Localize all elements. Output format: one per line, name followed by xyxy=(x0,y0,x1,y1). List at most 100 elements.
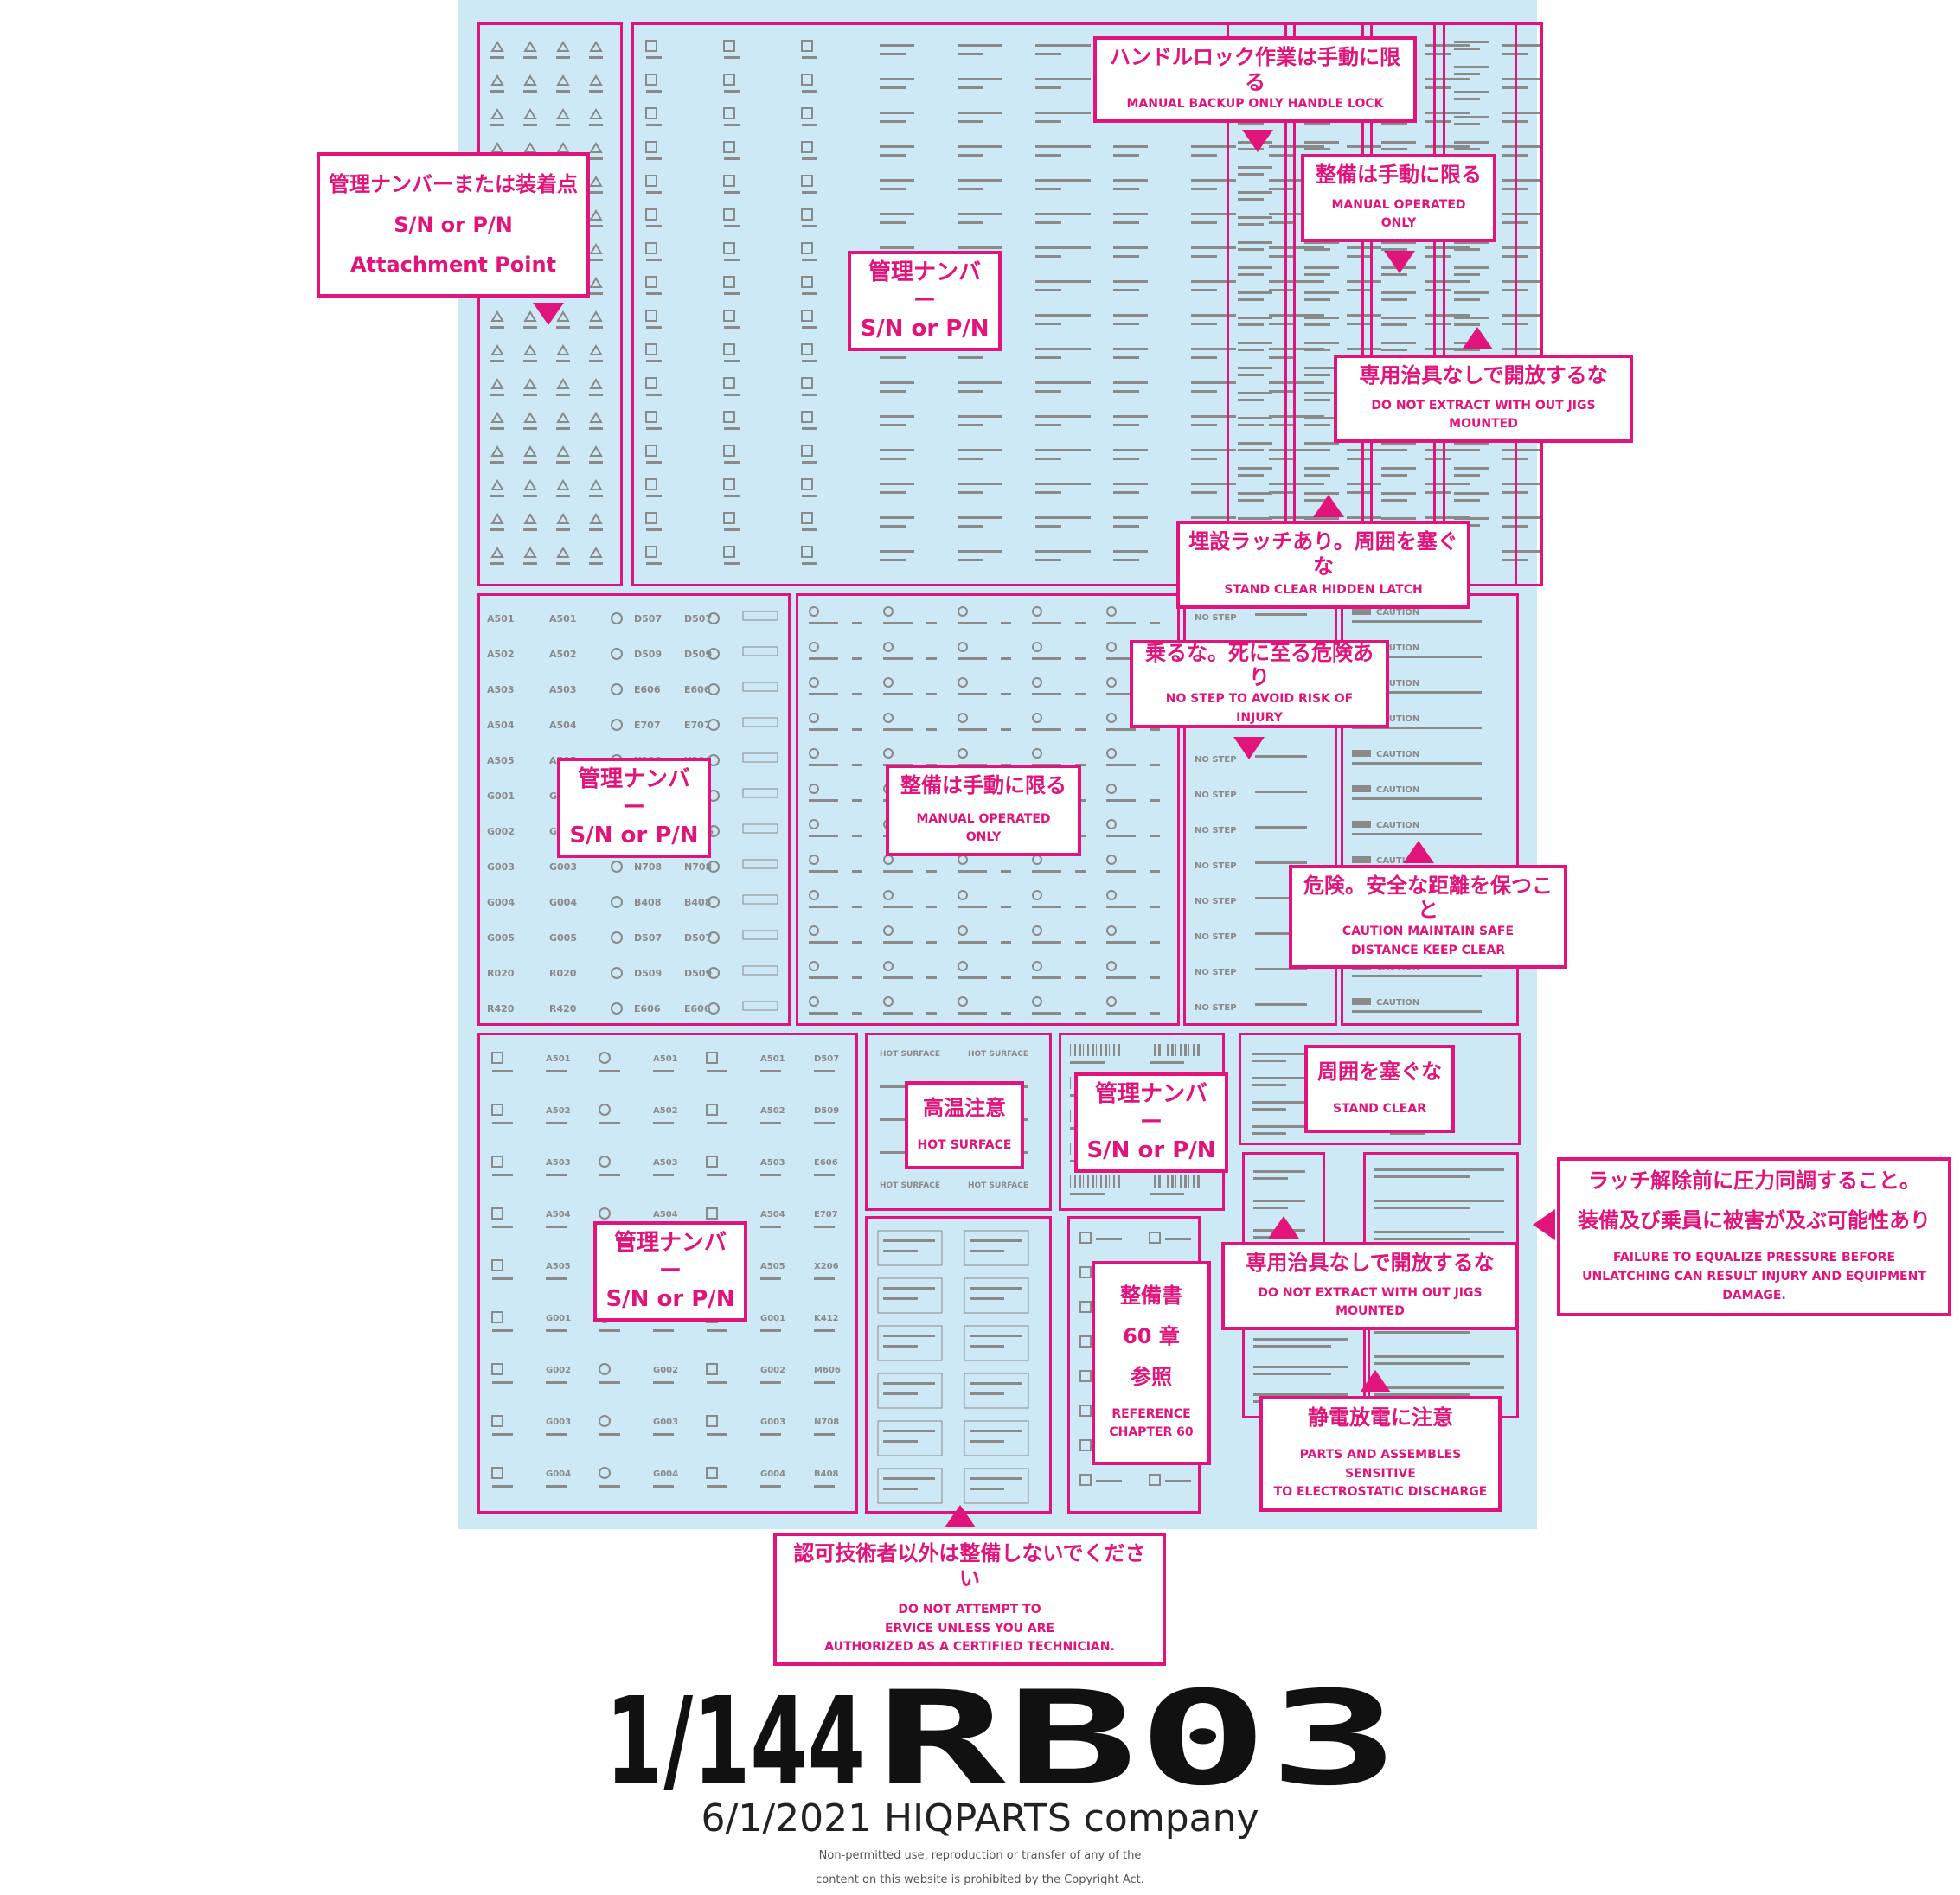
decal-mark xyxy=(724,427,740,430)
decal-mark xyxy=(1238,248,1264,251)
pointer-arrow xyxy=(1533,1209,1555,1240)
decal-mark xyxy=(1454,148,1480,150)
decal-mark xyxy=(706,1052,718,1064)
decal-mark xyxy=(1252,1053,1312,1055)
decal-mark: A504 xyxy=(653,1210,678,1220)
decal-mark xyxy=(653,1433,674,1436)
decal-mark xyxy=(546,1122,567,1124)
decal-mark xyxy=(1113,154,1139,157)
decal-mark xyxy=(1106,642,1117,652)
decal-mark xyxy=(490,445,504,457)
decal-mark xyxy=(1184,1175,1187,1188)
decal-mark xyxy=(958,550,1002,553)
decal-mark xyxy=(708,861,720,873)
decal-mark xyxy=(1238,374,1264,376)
callout-en: S/N or P/N xyxy=(569,823,699,849)
decal-mark xyxy=(1381,273,1407,276)
decal-mark xyxy=(1154,1175,1156,1188)
decal-mark xyxy=(964,1420,1029,1456)
decal-mark xyxy=(523,528,537,531)
decal-mark xyxy=(589,479,603,490)
decal-mark xyxy=(1425,53,1451,55)
decal-mark xyxy=(880,179,914,182)
callout-stand-clear: 周囲を塞ぐな STAND CLEAR xyxy=(1304,1045,1455,1133)
decal-mark xyxy=(706,1156,718,1168)
callout-en: HOT SURFACE xyxy=(917,1137,1012,1152)
decal-mark xyxy=(1191,289,1217,291)
decal-mark: E606 xyxy=(684,1003,711,1015)
decal-mark xyxy=(1425,449,1470,451)
decal-mark xyxy=(490,495,504,497)
decal-mark xyxy=(1113,550,1148,553)
decal-mark xyxy=(1150,941,1160,944)
decal-mark xyxy=(1454,116,1489,118)
decal-mark xyxy=(1167,1044,1169,1056)
decal-mark xyxy=(742,611,778,621)
decal-mark xyxy=(1079,1044,1081,1056)
decal-mark xyxy=(589,292,603,295)
decal-mark: N708 xyxy=(814,1418,839,1427)
decal-mark xyxy=(880,449,914,451)
decal-mark xyxy=(958,855,968,865)
decal-mark xyxy=(723,74,735,86)
decal-mark: G001 xyxy=(487,791,515,802)
decal-mark xyxy=(1255,897,1307,899)
decal-mark xyxy=(491,1415,503,1427)
decal-mark xyxy=(653,1485,674,1488)
decal-mark xyxy=(1454,442,1489,445)
decal-mark: A503 xyxy=(487,684,514,695)
decal-mark xyxy=(556,142,570,153)
decal-mark xyxy=(1070,1061,1105,1064)
decal-mark xyxy=(707,1174,727,1176)
decal-mark xyxy=(1381,342,1416,344)
decal-mark xyxy=(1035,78,1091,80)
decal-mark xyxy=(490,41,504,52)
decal-mark xyxy=(1255,861,1307,864)
decal-mark xyxy=(1454,449,1480,451)
decal-mark xyxy=(1193,1044,1195,1056)
callout-line3: Attachment Point xyxy=(349,253,557,278)
decal-mark xyxy=(1454,517,1489,520)
decal-mark xyxy=(1352,785,1371,792)
decal-mark xyxy=(1502,449,1540,451)
decal-mark xyxy=(599,1207,611,1220)
decal-mark xyxy=(1106,764,1136,766)
decal-mark xyxy=(1165,1238,1191,1240)
decal-mark xyxy=(599,1433,620,1436)
decal-mark xyxy=(1035,550,1091,553)
decal-mark xyxy=(1269,255,1295,258)
decal-mark xyxy=(958,483,1002,485)
decal-mark xyxy=(646,191,662,194)
decal-mark xyxy=(589,209,603,221)
decal-mark xyxy=(1304,342,1339,344)
decal-mark xyxy=(1425,458,1451,460)
decal-mark xyxy=(492,1485,513,1488)
decal-mark xyxy=(1188,1175,1189,1188)
decal-mark xyxy=(1352,975,1482,977)
decal-mark xyxy=(1106,961,1117,971)
decal-mark xyxy=(490,394,504,396)
decal-mark: A502 xyxy=(546,1106,571,1116)
decal-mark xyxy=(883,890,894,900)
decal-mark xyxy=(645,546,657,558)
decal-mark: NO STEP xyxy=(1195,755,1237,765)
decal-mark xyxy=(1191,179,1236,182)
decal-mark xyxy=(1304,266,1339,269)
decal-mark: B408 xyxy=(634,897,661,908)
decal-mark xyxy=(646,259,662,261)
decal-mark xyxy=(883,976,913,979)
decal-mark xyxy=(1032,870,1061,873)
decal-mark xyxy=(599,1174,620,1176)
decal-mark xyxy=(646,360,662,362)
decal-mark xyxy=(1150,1012,1160,1015)
decal-mark xyxy=(1269,458,1295,460)
decal-mark xyxy=(523,479,537,490)
decal-mark xyxy=(1238,191,1272,194)
decal-mark xyxy=(706,1207,718,1220)
decal-mark xyxy=(1096,1175,1097,1188)
decal-mark xyxy=(599,1070,620,1072)
decal-mark xyxy=(1035,525,1061,528)
decal-mark xyxy=(958,559,983,561)
decal-mark xyxy=(1079,1301,1092,1313)
